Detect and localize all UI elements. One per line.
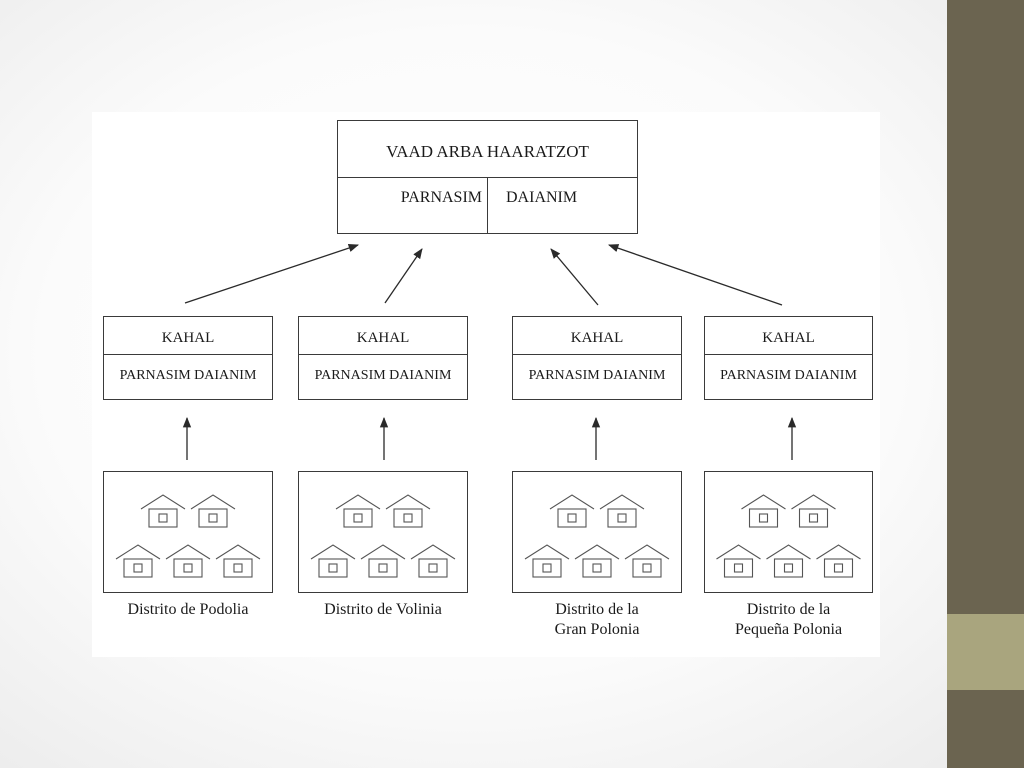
house-icon xyxy=(140,494,186,528)
council-daianim: DAIANIM xyxy=(506,189,578,206)
district-box-volinia xyxy=(298,471,468,593)
kahal-subtitle: PARNASIM DAIANIM xyxy=(720,368,857,383)
kahal-box-pequena-polonia: KAHAL PARNASIM DAIANIM xyxy=(704,316,873,400)
council-title: VAAD ARBA HAARATZOT xyxy=(386,142,589,161)
district-box-podolia xyxy=(103,471,273,593)
house-icon xyxy=(816,544,861,578)
district-box-pequena-polonia xyxy=(704,471,873,593)
kahal-title: KAHAL xyxy=(570,330,624,346)
house-icon xyxy=(385,494,431,528)
district-label-podolia: Distrito de Podolia xyxy=(103,600,273,620)
house-icon xyxy=(574,544,620,578)
kahal-divider xyxy=(705,354,872,355)
kahal-title: KAHAL xyxy=(161,330,215,346)
house-icon xyxy=(215,544,261,578)
arrow-pequena-polonia-to-council xyxy=(608,244,783,306)
kahal-subtitle: PARNASIM DAIANIM xyxy=(119,368,257,383)
district-label-line1: Distrito de la xyxy=(555,601,639,618)
arrow-podolia-to-council xyxy=(184,244,359,304)
side-band xyxy=(947,0,1024,768)
arrow-gran-polonia-to-council xyxy=(550,248,599,306)
district-label-line1: Distrito de Podolia xyxy=(127,601,249,618)
side-band-accent xyxy=(947,614,1024,690)
council-parnasim: PARNASIM xyxy=(400,189,482,206)
council-box: VAAD ARBA HAARATZOT PARNASIM DAIANIM xyxy=(337,120,638,234)
district-label-line2: Pequeña Polonia xyxy=(734,621,843,638)
district-label-gran-polonia: Distrito de la Gran Polonia xyxy=(512,600,682,640)
house-icon xyxy=(310,544,356,578)
kahal-box-volinia: KAHAL PARNASIM DAIANIM xyxy=(298,316,468,400)
house-icon xyxy=(190,494,236,528)
district-label-volinia: Distrito de Volinia xyxy=(298,600,468,620)
house-icon xyxy=(791,494,836,528)
district-label-line2: Gran Polonia xyxy=(554,621,640,638)
house-icon xyxy=(741,494,786,528)
kahal-subtitle: PARNASIM DAIANIM xyxy=(314,368,452,383)
house-icon xyxy=(335,494,381,528)
district-box-gran-polonia xyxy=(512,471,682,593)
house-icon xyxy=(624,544,670,578)
house-icon xyxy=(524,544,570,578)
side-band-top xyxy=(947,0,1024,614)
kahal-divider xyxy=(104,354,272,355)
arrow-volinia-to-council xyxy=(384,248,423,304)
council-separator xyxy=(487,177,488,234)
kahal-box-podolia: KAHAL PARNASIM DAIANIM xyxy=(103,316,273,400)
kahal-title: KAHAL xyxy=(762,330,815,346)
kahal-divider xyxy=(513,354,681,355)
house-icon xyxy=(599,494,645,528)
diagram-overlay xyxy=(115,244,861,578)
kahal-box-gran-polonia: KAHAL PARNASIM DAIANIM xyxy=(512,316,682,400)
kahal-title: KAHAL xyxy=(356,330,410,346)
district-label-line1: Distrito de la xyxy=(746,601,831,618)
side-band-bottom xyxy=(947,690,1024,768)
kahal-subtitle: PARNASIM DAIANIM xyxy=(528,368,666,383)
houses-layer xyxy=(115,494,861,578)
district-label-line1: Distrito de Volinia xyxy=(324,601,442,618)
house-icon xyxy=(766,544,811,578)
house-icon xyxy=(165,544,211,578)
house-icon xyxy=(410,544,456,578)
house-icon xyxy=(716,544,761,578)
house-icon xyxy=(549,494,595,528)
house-icon xyxy=(115,544,161,578)
house-icon xyxy=(360,544,406,578)
district-label-pequena-polonia: Distrito de la Pequeña Polonia xyxy=(704,600,873,640)
kahal-divider xyxy=(299,354,467,355)
